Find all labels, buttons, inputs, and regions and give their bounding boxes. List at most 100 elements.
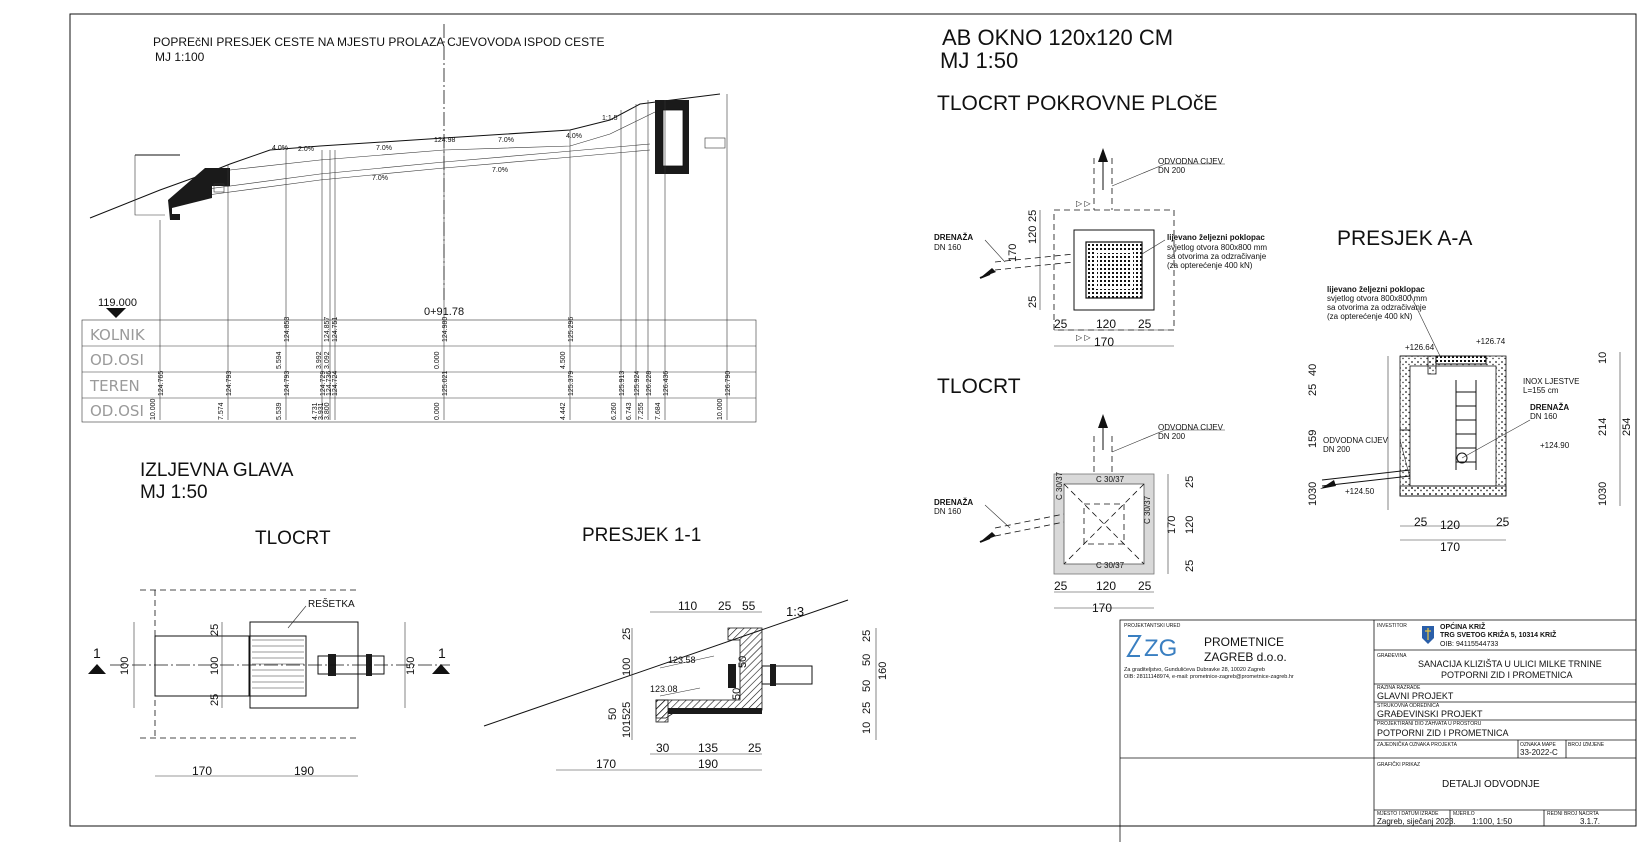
company-logo: ZG <box>1126 635 1177 662</box>
dim-label: 25 <box>748 741 762 755</box>
drainage-label: DRENAŽA <box>934 233 973 242</box>
investor-oib: OIB: 94115544733 <box>1440 641 1498 648</box>
dim-label: 120 <box>1440 518 1460 532</box>
investor-caption: INVESTITOR <box>1377 623 1407 629</box>
ladder-length: L=155 cm <box>1523 386 1559 395</box>
slope-label: 2.0% <box>298 146 314 153</box>
elevation-label: +124.90 <box>1540 441 1570 450</box>
ab-okno-title: AB OKNO 120x120 CM <box>942 25 1173 50</box>
terrain-value: 124.793 <box>284 371 291 396</box>
row-label-teren: TEREN <box>89 377 140 395</box>
offset-value: 5.594 <box>276 351 283 369</box>
dim-label: 25 <box>1054 579 1068 593</box>
company-address: Za graditeljstvo, Gundulićeva Dubravke 2… <box>1124 667 1265 673</box>
outlet-head: IZLJEVNA GLAVA MJ 1:50 TLOCRT PRESJEK 1-… <box>88 460 889 778</box>
dim-label: 10 <box>621 726 633 738</box>
slope-label: 7.0% <box>492 167 508 174</box>
company-name: PROMETNICE <box>1204 635 1284 649</box>
terrain-value: 124.765 <box>158 371 165 396</box>
dim-label: 25 <box>1138 579 1152 593</box>
drainage-dn: DN 160 <box>1530 412 1558 421</box>
outlet-section-title: PRESJEK 1-1 <box>582 525 701 546</box>
map-caption: OZNAKA MAPE <box>1520 742 1557 748</box>
slope-label: 4.0% <box>272 145 288 152</box>
outlet-pipe-dn: DN 200 <box>1323 445 1351 454</box>
cover-note-line: svjetlog otvora 800x800 mm <box>1327 294 1427 303</box>
dim-label: 159 <box>1307 430 1319 448</box>
dim-label: 100 <box>621 658 633 676</box>
manhole-plan: TLOCRT ODVODNA CIJEV DN 200 C 30/37 C 30… <box>934 375 1225 615</box>
offset-value: 4.500 <box>560 351 567 369</box>
terrain-value: 124.736 <box>326 371 333 396</box>
offset-value: 5.539 <box>276 402 283 420</box>
ladder-label: INOX LJESTVE <box>1523 377 1579 386</box>
elevation-label: 123.08 <box>650 684 678 694</box>
concrete-class: C 30/37 <box>1055 471 1064 500</box>
dim-label: 50 <box>861 680 873 692</box>
title-block: PROJEKTANTSKI URED ZG PROMETNICE ZAGREB … <box>1119 619 1637 842</box>
dim-label: 25 <box>209 694 221 706</box>
dim-label: 25 <box>1496 515 1510 529</box>
dim-label: 25 <box>1138 317 1152 331</box>
section-a-a-title: PRESJEK A-A <box>1337 227 1472 250</box>
drainage-dn: DN 160 <box>934 507 962 516</box>
cover-note-line: svjetlog otvora 800x800 mm <box>1167 243 1267 252</box>
cover-note-line: (za opterećenje 400 kN) <box>1327 312 1413 321</box>
terrain-value: 124.729 <box>320 371 327 396</box>
dim-label: 25 <box>621 702 633 714</box>
dim-label: 10 <box>1597 352 1609 364</box>
dim-label: 50 <box>861 654 873 666</box>
drawing-number-caption: REDNI BROJ NACRTA <box>1547 811 1599 817</box>
outlet-pipe-dn: DN 200 <box>1158 166 1186 175</box>
dim-label: 30 <box>1307 482 1319 494</box>
scale-value: 1:100, 1:50 <box>1472 817 1513 826</box>
drawing-type-value: DETALJI ODVODNJE <box>1442 779 1540 790</box>
elevation-label: +124.50 <box>1345 487 1375 496</box>
outlet-pipe-dn: DN 200 <box>1158 432 1186 441</box>
terrain-value: 125.021 <box>442 371 449 396</box>
slope-label: 7.0% <box>498 137 514 144</box>
drawing-number-value: 3.1.7. <box>1580 817 1600 826</box>
project-code-caption: ZAJEDNIČKA OZNAKA PROJEKTA <box>1377 741 1458 748</box>
revision-caption: BROJ IZMJENE <box>1568 742 1605 748</box>
dim-label: 25 <box>1027 296 1039 308</box>
scope-value: POTPORNI ZID I PROMETNICA <box>1377 728 1509 738</box>
dim-label: 40 <box>1307 364 1319 376</box>
map-value: 33-2022-C <box>1520 748 1558 757</box>
building-name: POTPORNI ZID I PROMETNICA <box>1441 670 1573 680</box>
dim-label: 15 <box>621 714 633 726</box>
kolnik-value: 124.853 <box>284 317 291 342</box>
place-date-value: Zagreb, siječanj 2023. <box>1377 817 1456 826</box>
svg-text:▷ ▷: ▷ ▷ <box>1076 333 1091 342</box>
offset-value: 6.743 <box>626 402 633 420</box>
section-mark: 1 <box>93 645 101 661</box>
dim-label: 254 <box>1621 418 1633 436</box>
dim-label: 135 <box>698 741 718 755</box>
dim-label: 25 <box>1184 476 1196 488</box>
dim-label: 25 <box>209 624 221 636</box>
dim-label: 50 <box>731 688 743 700</box>
drainage-label: DRENAŽA <box>934 498 973 507</box>
outlet-pipe-label: ODVODNA CIJEV <box>1158 157 1224 166</box>
dim-label: 25 <box>1027 210 1039 222</box>
sheet-frame <box>69 13 1637 827</box>
offset-value: 7.255 <box>638 402 645 420</box>
section-a-a: PRESJEK A-A lijevano željezni poklopac s… <box>1307 227 1633 554</box>
dim-label: 170 <box>1092 601 1112 615</box>
dim-label: 25 <box>1054 317 1068 331</box>
drainage-dn: DN 160 <box>934 243 962 252</box>
offset-value: 3.992 <box>316 351 323 369</box>
dim-label: 100 <box>119 657 131 675</box>
station-label: 0+91.78 <box>424 306 464 318</box>
building-caption: GRAĐEVINA <box>1377 653 1407 659</box>
dim-label: 30 <box>1597 482 1609 494</box>
offset-value: 4.442 <box>560 402 567 420</box>
slope-label: 1:1.5 <box>602 115 618 122</box>
dim-label: 30 <box>656 741 670 755</box>
dim-label: 190 <box>698 757 718 771</box>
terrain-value: 124.793 <box>226 371 233 396</box>
offset-value: 10.000 <box>150 398 157 420</box>
concrete-class: C 30/37 <box>1096 561 1125 570</box>
dim-label: 150 <box>405 657 417 675</box>
